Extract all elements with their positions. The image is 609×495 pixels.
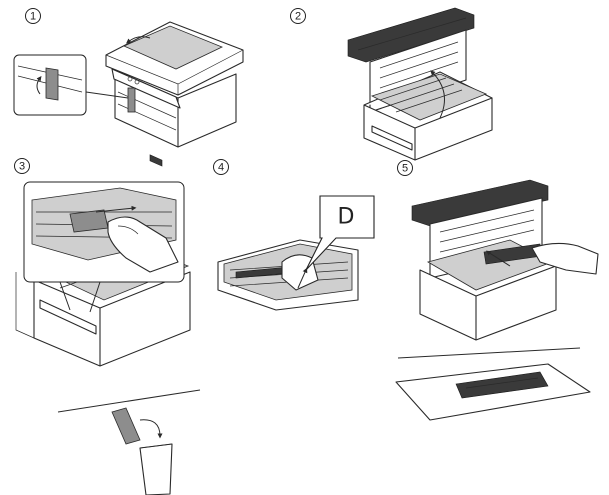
step-2-number: 2 xyxy=(295,11,301,23)
tape-strip xyxy=(111,407,141,445)
curved-arrow-icon xyxy=(430,70,445,119)
scanner-lid xyxy=(347,7,475,63)
curved-arrow-icon xyxy=(36,75,42,95)
step-3-detail-inset xyxy=(23,181,185,283)
step-5-number-badge: 5 xyxy=(397,160,413,176)
scanner-lid xyxy=(411,179,549,227)
step-4: 4 D xyxy=(213,159,375,311)
trash-bin-icon xyxy=(111,407,173,495)
curved-arrow-icon xyxy=(139,419,163,439)
tape-strip xyxy=(69,209,109,233)
drum-unit-view xyxy=(217,239,359,311)
step-1-number: 1 xyxy=(30,11,36,23)
hand-icon xyxy=(531,242,599,275)
display-panel xyxy=(149,154,163,167)
step-1-number-badge: 1 xyxy=(25,8,41,24)
printer-open-step5 xyxy=(411,179,599,341)
curved-arrow-icon xyxy=(126,36,151,44)
document-sheet xyxy=(123,25,223,70)
callout-letter: D xyxy=(338,205,355,230)
step-1-detail-inset xyxy=(13,54,129,116)
floor-line xyxy=(57,389,201,413)
curved-arrow-icon xyxy=(485,250,511,267)
hand-icon xyxy=(107,216,179,273)
step-4-number: 4 xyxy=(218,162,224,174)
curved-arrow-icon xyxy=(297,267,308,289)
printer-open xyxy=(347,7,493,161)
tape-strip xyxy=(127,87,136,113)
step-3-number: 3 xyxy=(19,161,25,173)
step-2: 2 xyxy=(290,7,493,161)
tape-strip xyxy=(45,67,59,101)
floor-line xyxy=(397,347,581,359)
callout-box: D xyxy=(305,195,375,271)
step-1: 1 xyxy=(13,8,244,167)
paper-with-old-cartridge xyxy=(395,363,591,421)
step-2-number-badge: 2 xyxy=(290,8,306,24)
step-3-number-badge: 3 xyxy=(14,158,30,174)
printer-closed xyxy=(105,21,244,167)
toner-cartridge xyxy=(455,371,549,399)
step-4-number-badge: 4 xyxy=(213,159,229,175)
step-5-number: 5 xyxy=(402,163,408,175)
step-5: 5 xyxy=(395,160,599,421)
curved-arrow-icon xyxy=(95,205,137,213)
step-3: 3 xyxy=(14,158,201,495)
